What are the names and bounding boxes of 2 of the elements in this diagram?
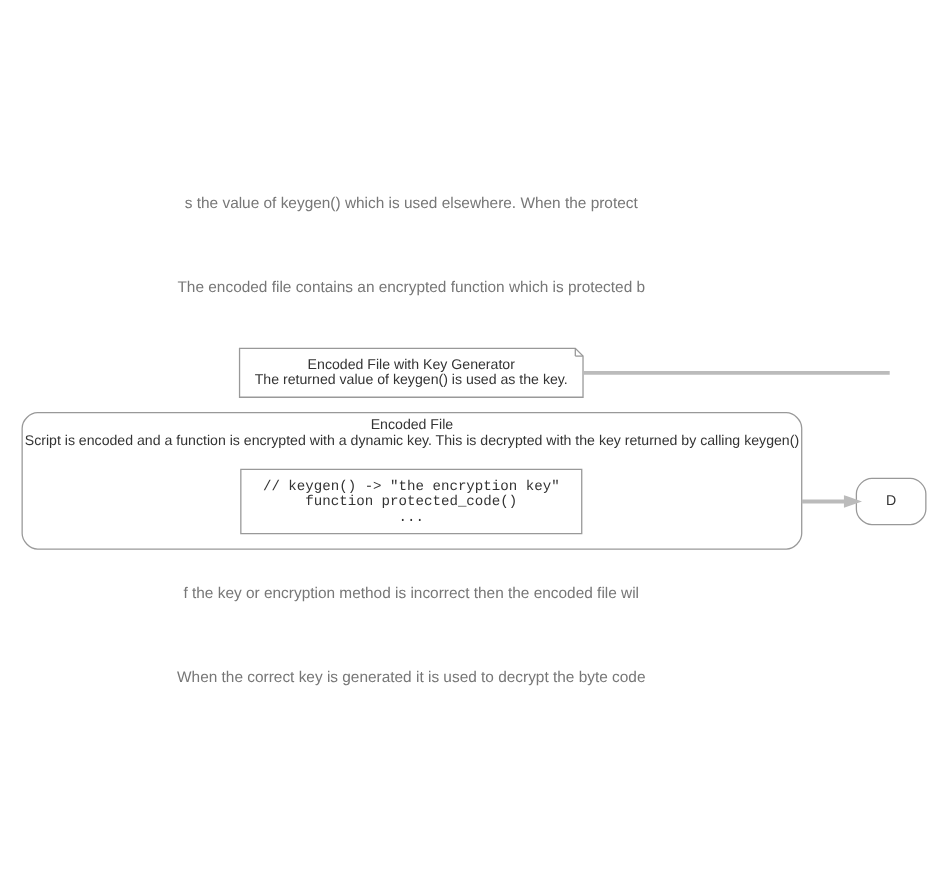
connector [583,369,890,374]
arrow [801,494,862,507]
